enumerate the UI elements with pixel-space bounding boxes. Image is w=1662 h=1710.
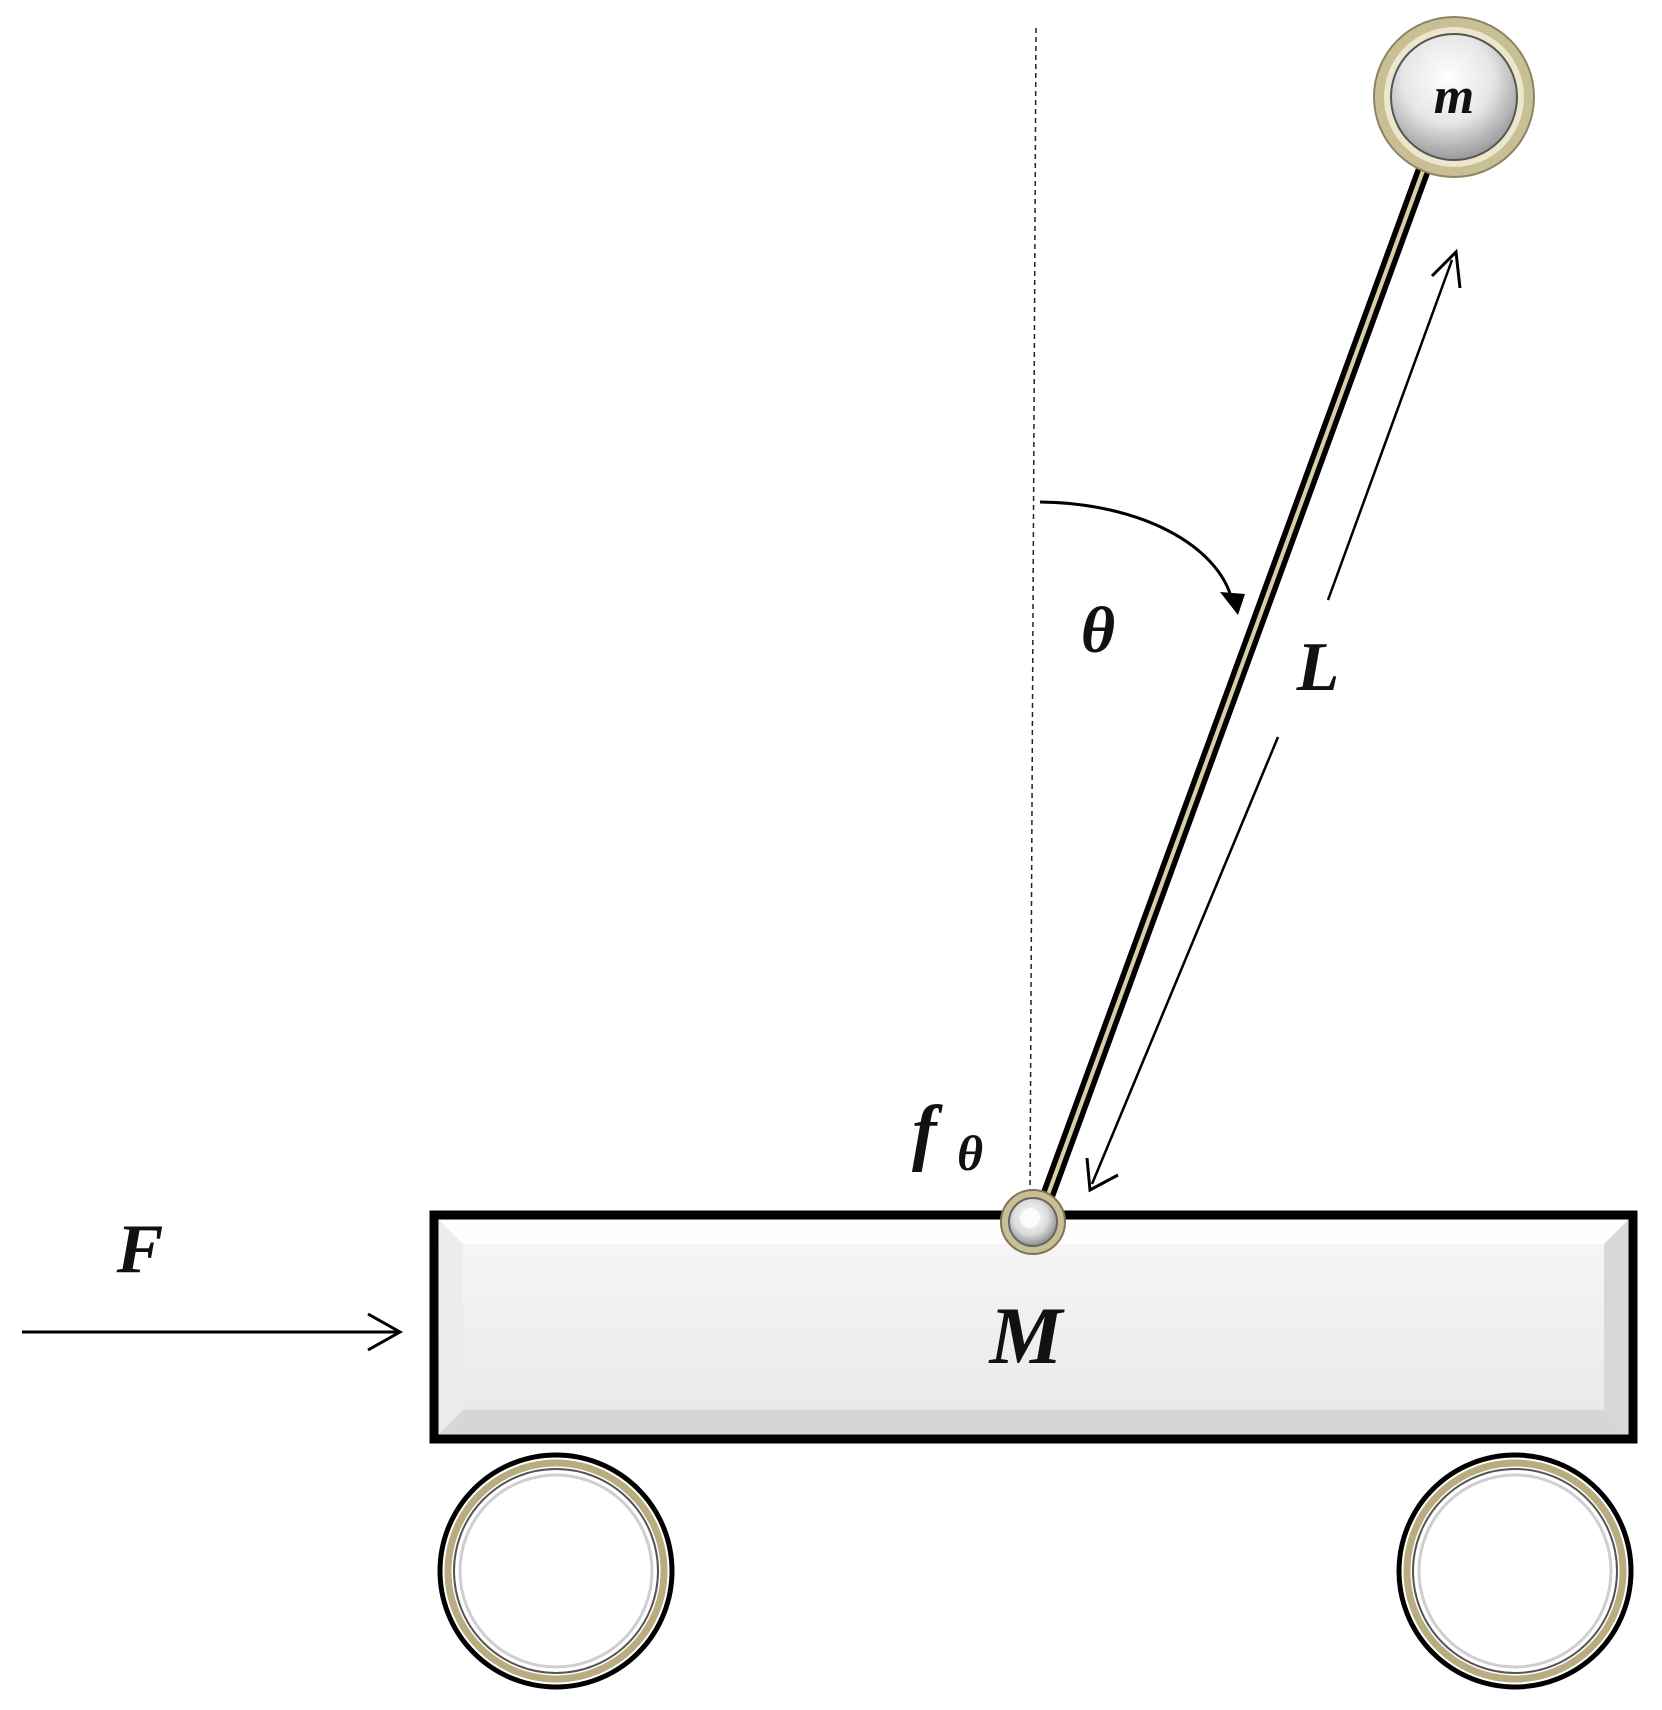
pendulum-rod — [1038, 160, 1432, 1208]
friction-label-main: f — [912, 1091, 943, 1173]
length-label: L — [1296, 629, 1340, 706]
vertical-reference-line — [1029, 27, 1037, 1196]
force-label: F — [116, 1211, 164, 1288]
length-dimension-arrow — [1085, 248, 1462, 1193]
pivot-joint — [1000, 1189, 1066, 1255]
right-wheel — [1396, 1452, 1634, 1690]
pendulum-bob — [1373, 16, 1535, 178]
angle-arc-arrow — [1039, 500, 1245, 615]
angle-label: θ — [1081, 594, 1115, 667]
cart-mass-label: M — [988, 1290, 1066, 1381]
bob-mass-label: m — [1434, 68, 1474, 125]
friction-label-subscript: θ — [957, 1125, 983, 1181]
left-wheel — [437, 1452, 675, 1690]
force-arrow — [22, 1312, 404, 1352]
friction-label: f θ — [912, 1091, 983, 1181]
